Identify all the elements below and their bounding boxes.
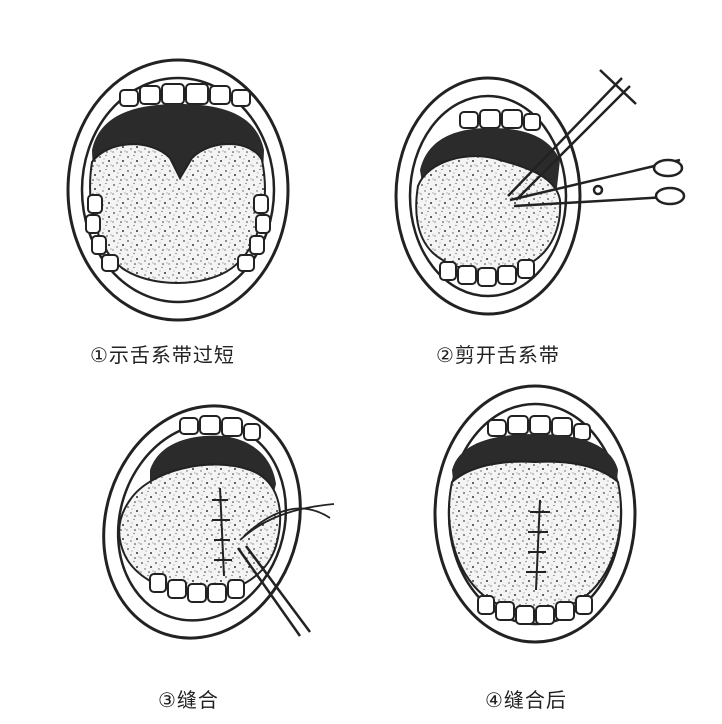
upper-teeth — [119, 83, 251, 107]
panel-2-caption: ②剪开舌系带 — [436, 343, 560, 367]
tongue — [118, 463, 282, 596]
lower-teeth — [477, 595, 593, 625]
tongue — [415, 155, 562, 274]
scissors-icon — [509, 158, 686, 208]
panel-suturing — [102, 404, 335, 640]
suture-line — [212, 487, 232, 577]
lower-teeth — [149, 573, 245, 603]
panel-3-caption: ③缝合 — [158, 688, 219, 712]
needle-holder-icon — [236, 503, 335, 637]
upper-teeth — [179, 415, 261, 441]
forceps-icon — [507, 69, 637, 201]
panel-cutting-frenulum — [394, 69, 686, 316]
panel-short-frenulum — [66, 58, 290, 322]
suture-line — [526, 499, 550, 591]
panel-4-caption: ④缝合后 — [485, 688, 567, 712]
panel-1-caption: ①示舌系带过短 — [90, 343, 235, 367]
lower-teeth — [439, 259, 535, 287]
panel-after-suturing — [433, 384, 637, 644]
upper-teeth — [459, 109, 541, 131]
tongue — [448, 460, 622, 613]
lower-teeth — [85, 194, 271, 272]
